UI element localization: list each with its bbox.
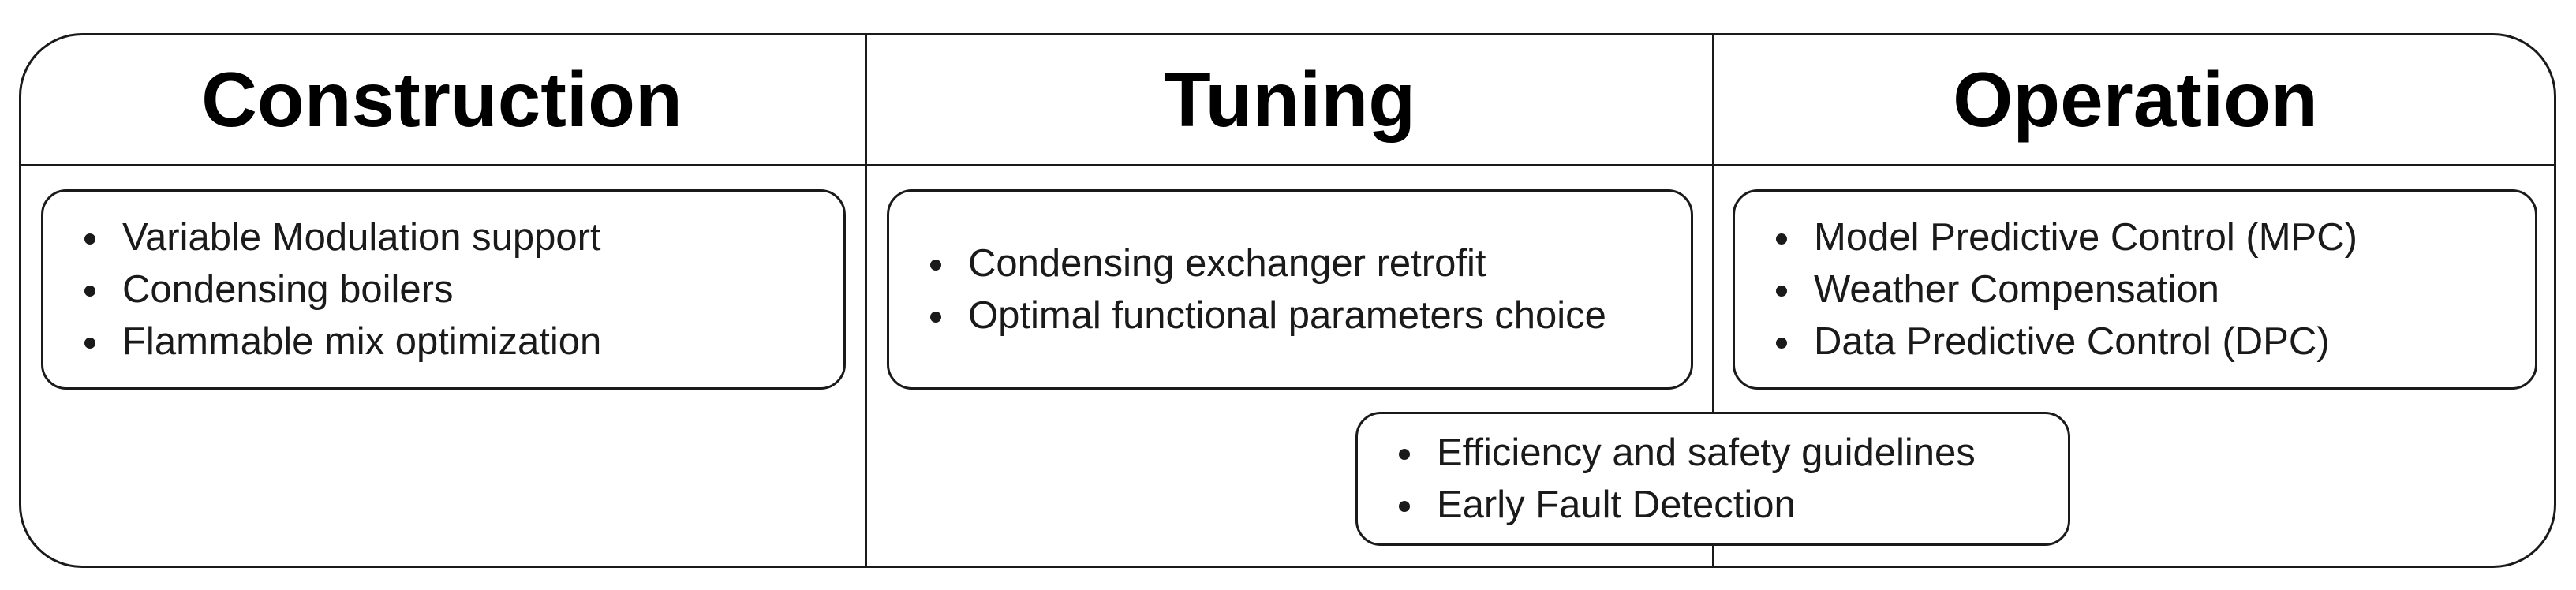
list-item: Condensing exchanger retrofit: [930, 237, 1606, 289]
construction-list: Variable Modulation support Condensing b…: [43, 211, 601, 368]
shared-box: Efficiency and safety guidelines Early F…: [1355, 412, 2070, 546]
column-divider-2: [1712, 33, 1714, 568]
operation-box: Model Predictive Control (MPC) Weather C…: [1733, 189, 2537, 390]
operation-list: Model Predictive Control (MPC) Weather C…: [1735, 211, 2357, 368]
header-divider: [19, 164, 2556, 166]
list-item: Model Predictive Control (MPC): [1776, 211, 2357, 263]
column-divider-1: [865, 33, 867, 568]
diagram-frame: [19, 33, 2556, 568]
list-item: Efficiency and safety guidelines: [1399, 427, 1976, 479]
list-item: Condensing boilers: [84, 263, 601, 316]
list-item: Data Predictive Control (DPC): [1776, 316, 2357, 368]
shared-list: Efficiency and safety guidelines Early F…: [1358, 427, 1976, 531]
tuning-list: Condensing exchanger retrofit Optimal fu…: [889, 237, 1606, 342]
tuning-box: Condensing exchanger retrofit Optimal fu…: [887, 189, 1693, 390]
column-title-tuning: Tuning: [1163, 55, 1416, 143]
list-item: Variable Modulation support: [84, 211, 601, 263]
list-item: Weather Compensation: [1776, 263, 2357, 316]
list-item: Flammable mix optimization: [84, 316, 601, 368]
list-item: Optimal functional parameters choice: [930, 289, 1606, 342]
list-item: Early Fault Detection: [1399, 479, 1976, 531]
construction-box: Variable Modulation support Condensing b…: [41, 189, 846, 390]
column-title-operation: Operation: [1953, 55, 2318, 143]
column-title-construction: Construction: [201, 55, 682, 143]
